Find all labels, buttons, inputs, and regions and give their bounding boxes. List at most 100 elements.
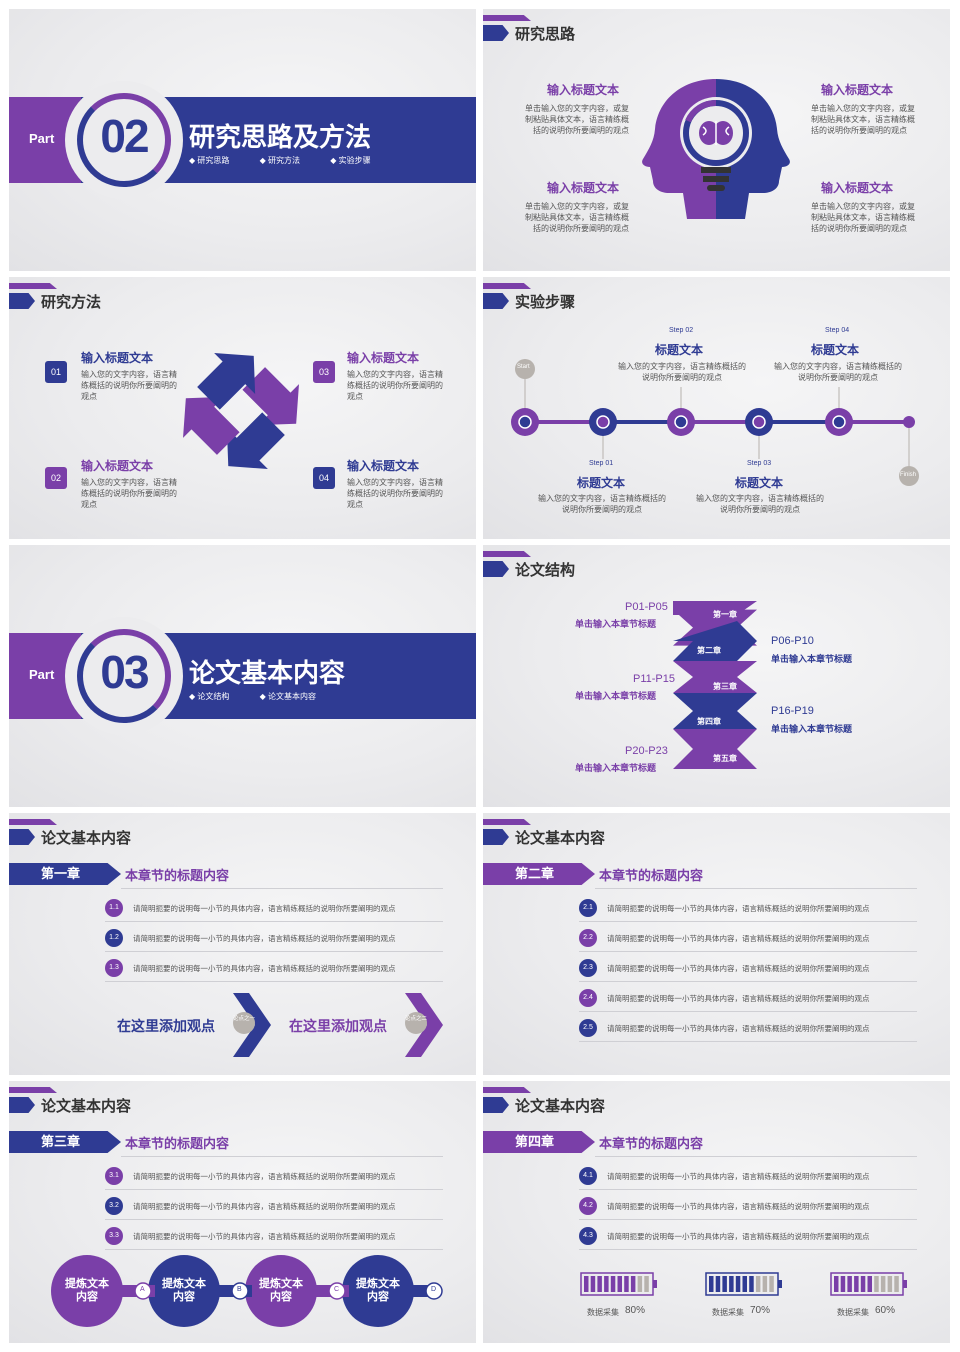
item-title: 输入标题文本 [81, 459, 154, 473]
divider [105, 981, 443, 982]
divider [105, 951, 443, 952]
zigzag-chapters [673, 601, 757, 769]
meter-label: 数据采集 [587, 1308, 619, 1317]
block-body: 单击输入您的文字内容，或复制粘贴具体文本，语言精练概括的说明你所要阐明的观点 [811, 104, 915, 135]
divider [579, 981, 917, 982]
divider [595, 1156, 917, 1157]
meter-segment [630, 1276, 636, 1292]
meter-segment [867, 1276, 872, 1292]
page-range: P01-P05 [625, 601, 668, 613]
item-title: 输入标题文本 [81, 351, 154, 365]
section-header: 论文基本内容 [483, 1087, 623, 1121]
chapter-label: 第二章 [697, 646, 721, 655]
block-title: 输入标题文本 [821, 83, 894, 97]
chevron-icon [233, 993, 271, 1057]
slide-thesis-structure[interactable]: 论文结构 第一章 第二章 第三章 第四章 第五章 P01-P05 单击输入本章节… [483, 545, 950, 807]
slide-part-02[interactable]: Part 02 研究思路及方法 ◆ 研究思路 ◆ 研究方法 ◆ 实验步骤 [9, 9, 476, 271]
chapter-label: 第三章 [713, 682, 737, 691]
circle-letter: A [140, 1286, 145, 1293]
meter-segment [749, 1276, 754, 1292]
meter-segment [742, 1276, 747, 1292]
step-label: Step 01 [589, 460, 614, 467]
meter-segment [769, 1276, 774, 1292]
battery-meters [580, 1272, 907, 1296]
divider [105, 1189, 443, 1190]
finish-label: Finish [900, 472, 917, 478]
meter-segment [604, 1276, 609, 1292]
point-text: 在这里添加观点 [289, 1018, 387, 1034]
chapter-tag: 第四章 [483, 1131, 595, 1153]
slide-part-03[interactable]: Part 03 论文基本内容 ◆ 论文结构 ◆ 论文基本内容 [9, 545, 476, 807]
meter-segment [860, 1276, 866, 1292]
part-number: 03 [100, 646, 149, 698]
meter-cap [653, 1280, 657, 1288]
step-body: 输入您的文字内容，语言精练概括的说明你所要阐明的观点 [618, 362, 746, 382]
circle-letter: D [431, 1286, 437, 1293]
divider [121, 888, 443, 889]
item-body: 输入您的文字内容，语言精练概括的说明你所要阐明的观点 [347, 478, 443, 509]
item-body: 输入您的文字内容，语言精练概括的说明你所要阐明的观点 [347, 370, 443, 401]
chapter-label: 第五章 [713, 754, 737, 763]
range-label: 单击输入本章节标题 [575, 691, 657, 701]
circle-text: 提炼文本内容 [356, 1278, 400, 1303]
meter-segment [617, 1276, 622, 1292]
meter-segment [755, 1276, 761, 1292]
meter-segment [637, 1276, 643, 1292]
block-title: 输入标题文本 [547, 83, 620, 97]
step-body: 输入您的文字内容，语言精练概括的说明你所要阐明的观点 [696, 494, 824, 514]
page-range: P06-P10 [771, 635, 814, 647]
block-body: 单击输入您的文字内容，或复制粘贴具体文本，语言精练概括的说明你所要阐明的观点 [811, 202, 915, 233]
block-body: 单击输入您的文字内容，或复制粘贴具体文本，语言精练概括的说明你所要阐明的观点 [525, 202, 629, 233]
divider [579, 1249, 917, 1250]
part-label: Part [29, 131, 55, 146]
step-label: Step 04 [825, 327, 850, 334]
section-header: 论文基本内容 [9, 819, 149, 853]
part-ring [77, 629, 171, 723]
divider [595, 888, 917, 889]
start-label: Start [517, 364, 530, 370]
meter-cap [903, 1280, 907, 1288]
divider [105, 1219, 443, 1220]
circle-chain [51, 1255, 443, 1327]
item-number-badge: 02 [45, 467, 67, 489]
section-header: 研究思路 [483, 15, 623, 49]
range-label: 单击输入本章节标题 [575, 619, 657, 629]
range-label: 单击输入本章节标题 [771, 724, 853, 734]
point-badge: 论点之一 [233, 1012, 255, 1034]
divider [579, 951, 917, 952]
section-header: 研究方法 [9, 283, 149, 317]
meter-segment [762, 1276, 768, 1292]
chapter-tag: 第一章 [9, 863, 121, 885]
item-number-badge: 01 [45, 361, 67, 383]
slide-research-idea[interactable]: 研究思路 输入标题文本 单击输入您的文字内容，或复制粘贴具体文本，语言精练概括的… [483, 9, 950, 271]
meter-segment [590, 1276, 596, 1292]
meter-segment [597, 1276, 602, 1292]
meter-segment [709, 1276, 714, 1292]
meter-segment [644, 1276, 649, 1292]
circle-letter: C [334, 1286, 340, 1293]
circle-letter: B [237, 1286, 242, 1293]
meter-segment [894, 1276, 899, 1292]
chapter-label: 第一章 [713, 610, 737, 619]
divider [579, 921, 917, 922]
section-header: 论文基本内容 [483, 819, 623, 853]
part-title: 论文基本内容 [189, 658, 346, 688]
slide-experiment-steps[interactable]: 实验步骤 Start Finish Step 01 标题文本 输入您的文字内容，… [483, 277, 950, 539]
step-body: 输入您的文字内容，语言精练概括的说明你所要阐明的观点 [538, 494, 666, 514]
slide-research-method[interactable]: 研究方法 01 输入标题文本 输入您的文字内容，语言精练概括的说明你所要阐明的观… [9, 277, 476, 539]
step-title: 标题文本 [811, 343, 860, 357]
chapter-title: 本章节的标题内容 [125, 868, 230, 883]
meter-segment [834, 1276, 839, 1292]
chapter-tag: 第三章 [9, 1131, 121, 1153]
part-number: 02 [100, 110, 149, 162]
